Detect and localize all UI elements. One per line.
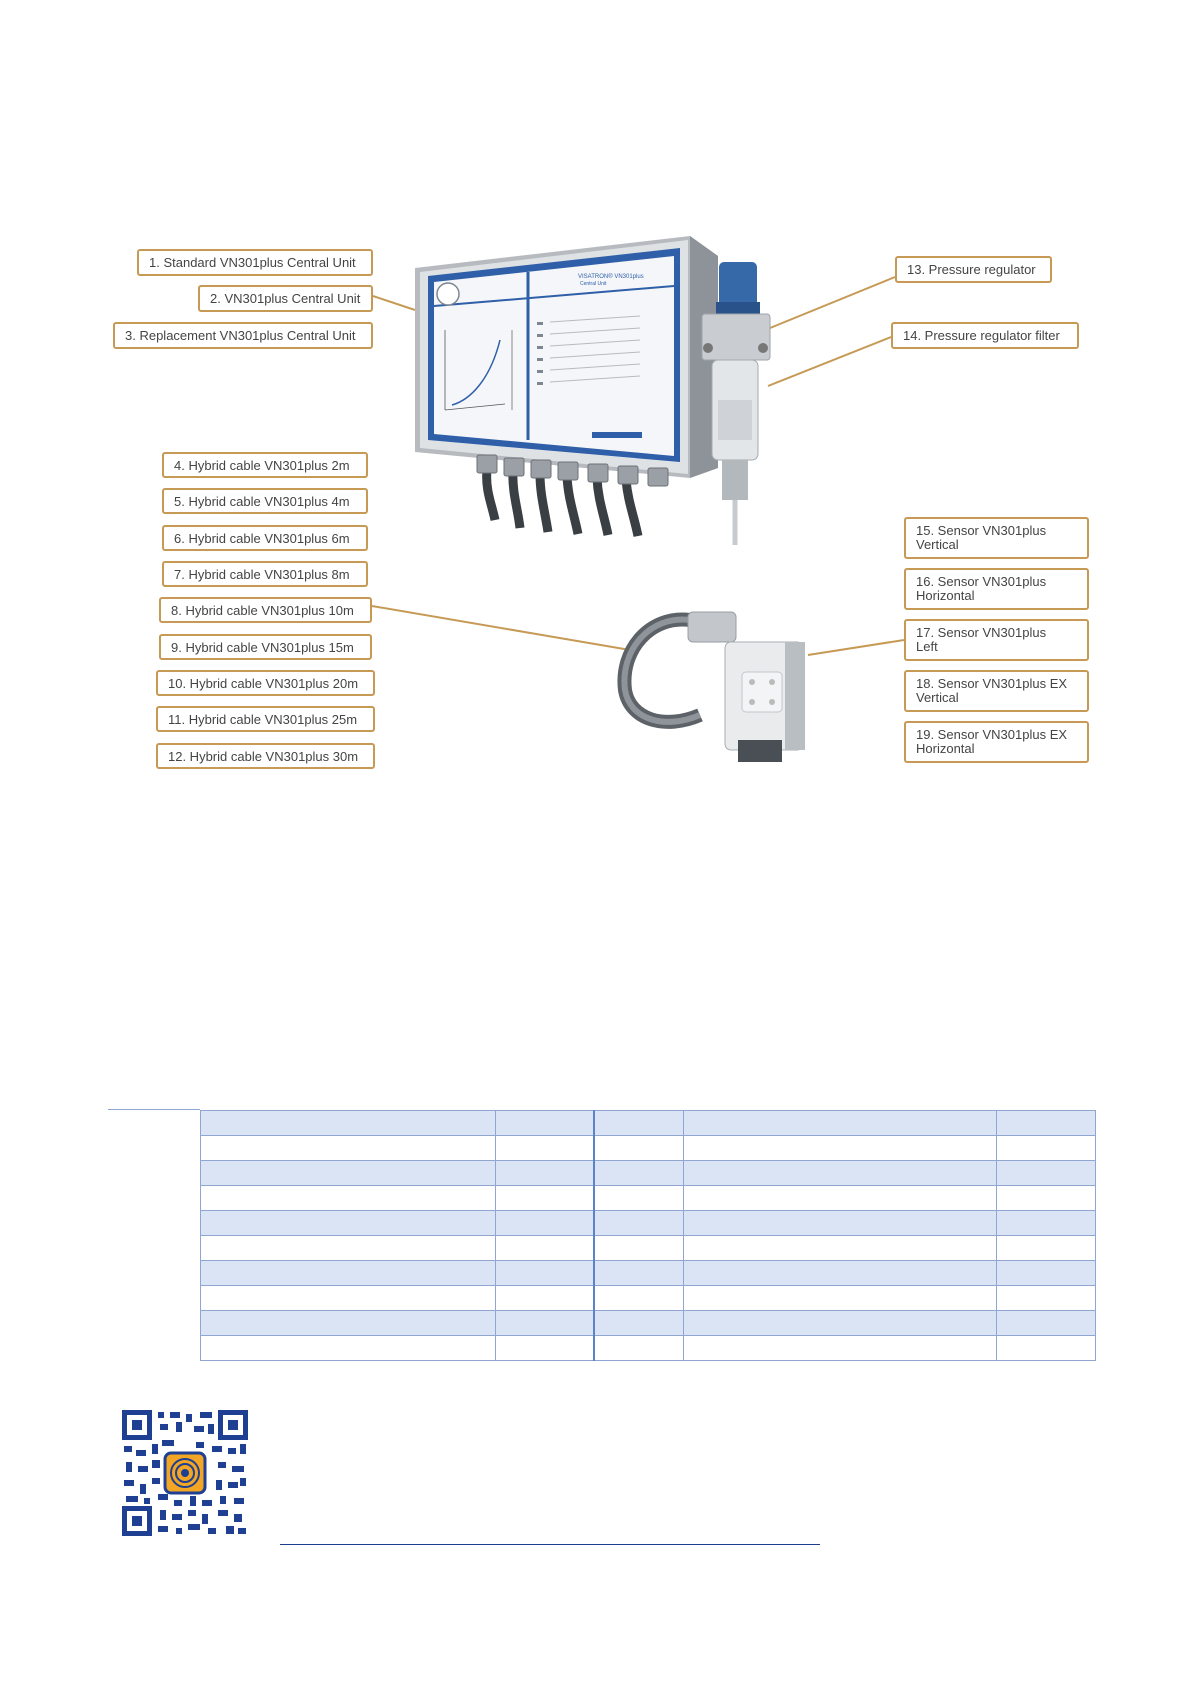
qr-code[interactable] (122, 1410, 248, 1536)
leader-line-hybrid-cable (371, 605, 631, 651)
link-underline[interactable] (280, 1544, 820, 1545)
panel-brand: VISATRON® VN301plus (578, 273, 644, 280)
label-standard-central-unit: 1. Standard VN301plus Central Unit (137, 249, 373, 276)
leader-line-central-unit (372, 295, 416, 311)
label-hybrid-cable-2m: 4. Hybrid cable VN301plus 2m (162, 452, 368, 478)
label-sensor-horizontal: 16. Sensor VN301plus Horizontal (904, 568, 1089, 610)
sensor-image (617, 611, 805, 762)
label-sensor-left: 17. Sensor VN301plus Left (904, 619, 1089, 661)
table-row (200, 1185, 1096, 1211)
table-row (200, 1210, 1096, 1236)
label-sensor-horizontal-line1: 16. Sensor VN301plus (916, 574, 1047, 589)
table-row (200, 1110, 1096, 1136)
label-sensor-ex-vertical-line2: Vertical (916, 690, 959, 705)
label-hybrid-cable-10m: 8. Hybrid cable VN301plus 10m (159, 597, 372, 623)
table-row (200, 1335, 1096, 1361)
leader-line-pressure-regulator (769, 276, 896, 329)
label-hybrid-cable-25m: 11. Hybrid cable VN301plus 25m (156, 706, 375, 732)
table-top-rule (108, 1109, 200, 1110)
target-logo-icon (163, 1451, 207, 1495)
leader-line-pressure-filter (767, 336, 892, 387)
label-sensor-vertical-line2: Vertical (916, 537, 959, 552)
label-sensor-left-line1: 17. Sensor VN301plus (916, 625, 1047, 640)
label-hybrid-cable-4m: 5. Hybrid cable VN301plus 4m (162, 488, 368, 514)
label-sensor-ex-vertical: 18. Sensor VN301plus EX Vertical (904, 670, 1089, 712)
panel-subtitle: Central Unit (580, 281, 607, 287)
label-pressure-regulator-filter: 14. Pressure regulator filter (891, 322, 1079, 349)
label-sensor-ex-horizontal: 19. Sensor VN301plus EX Horizontal (904, 721, 1089, 763)
label-sensor-left-line2: Left (916, 639, 938, 654)
label-hybrid-cable-8m: 7. Hybrid cable VN301plus 8m (162, 561, 368, 587)
table-row (200, 1260, 1096, 1286)
label-hybrid-cable-20m: 10. Hybrid cable VN301plus 20m (156, 670, 375, 696)
label-hybrid-cable-6m: 6. Hybrid cable VN301plus 6m (162, 525, 368, 551)
label-hybrid-cable-30m: 12. Hybrid cable VN301plus 30m (156, 743, 375, 769)
label-hybrid-cable-15m: 9. Hybrid cable VN301plus 15m (159, 634, 372, 660)
label-sensor-ex-horizontal-line2: Horizontal (916, 741, 975, 756)
table-row (200, 1285, 1096, 1311)
label-replacement-central-unit: 3. Replacement VN301plus Central Unit (113, 322, 373, 349)
table-row (200, 1160, 1096, 1186)
order-table (200, 1110, 1096, 1361)
label-sensor-ex-horizontal-line1: 19. Sensor VN301plus EX (916, 727, 1068, 742)
pressure-regulator-image (701, 262, 771, 545)
label-sensor-horizontal-line2: Horizontal (916, 588, 975, 603)
cable-glands-image (476, 454, 669, 537)
label-pressure-regulator: 13. Pressure regulator (895, 256, 1052, 283)
table-row (200, 1235, 1096, 1261)
label-central-unit: 2. VN301plus Central Unit (198, 285, 373, 312)
table-row (200, 1135, 1096, 1161)
leader-line-sensor (807, 639, 905, 656)
label-sensor-vertical: 15. Sensor VN301plus Vertical (904, 517, 1089, 559)
label-sensor-vertical-line1: 15. Sensor VN301plus (916, 523, 1047, 538)
label-sensor-ex-vertical-line1: 18. Sensor VN301plus EX (916, 676, 1068, 691)
central-unit-image: VISATRON® VN301plus Central Unit (415, 236, 718, 478)
table-row (200, 1310, 1096, 1336)
